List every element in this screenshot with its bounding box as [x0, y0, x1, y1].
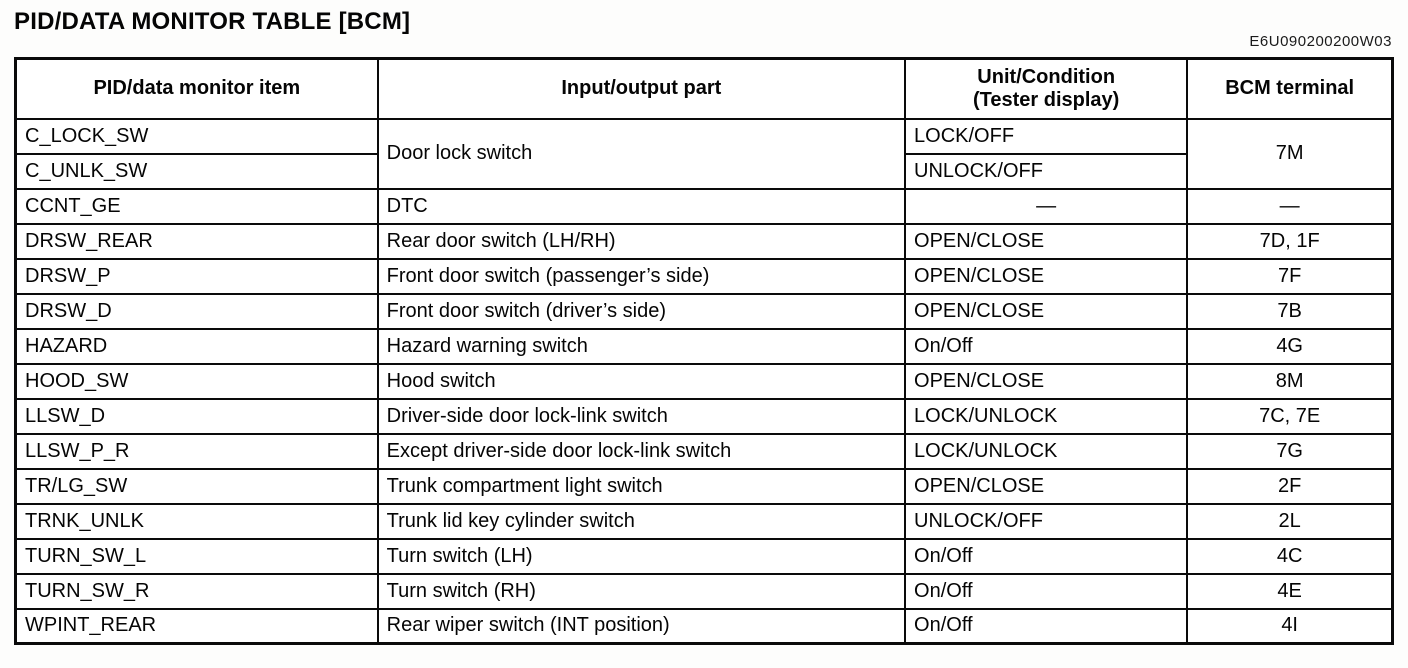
- pid-item-cell: WPINT_REAR: [14, 607, 379, 645]
- pid-item-cell: DRSW_D: [14, 292, 379, 330]
- terminal-cell: 4G: [1186, 327, 1394, 365]
- pid-item-cell: TR/LG_SW: [14, 467, 379, 505]
- header-input-output: Input/output part: [376, 57, 907, 120]
- terminal-cell: 8M: [1186, 362, 1394, 400]
- pid-data-monitor-table: PID/data monitor item Input/output part …: [14, 57, 1394, 645]
- table-row: TURN_SW_L Turn switch (LH) On/Off 4C: [14, 537, 1394, 575]
- terminal-cell: 7F: [1186, 257, 1394, 295]
- input-output-cell: Hazard warning switch: [376, 327, 907, 365]
- table-row: WPINT_REAR Rear wiper switch (INT positi…: [14, 607, 1394, 645]
- pid-item-cell: TURN_SW_R: [14, 572, 379, 610]
- terminal-cell: 7D, 1F: [1186, 222, 1394, 260]
- condition-cell: OPEN/CLOSE: [904, 222, 1189, 260]
- table-row: HAZARD Hazard warning switch On/Off 4G: [14, 327, 1394, 365]
- terminal-cell: 4E: [1186, 572, 1394, 610]
- terminal-cell: 4C: [1186, 537, 1394, 575]
- terminal-cell: 7M: [1186, 117, 1394, 190]
- document-code: E6U090200200W03: [1249, 33, 1392, 50]
- header-row: PID/data monitor item Input/output part …: [14, 57, 1394, 120]
- pid-item-cell: HAZARD: [14, 327, 379, 365]
- table-row: C_UNLK_SW UNLOCK/OFF: [14, 152, 1393, 190]
- header-unit-condition: Unit/Condition (Tester display): [904, 57, 1189, 120]
- table-row: LLSW_P_R Except driver-side door lock-li…: [14, 432, 1394, 470]
- condition-cell: On/Off: [904, 607, 1189, 645]
- input-output-cell: Driver-side door lock-link switch: [376, 397, 907, 435]
- input-output-cell: Hood switch: [376, 362, 907, 400]
- table-row: LLSW_D Driver-side door lock-link switch…: [14, 397, 1394, 435]
- input-output-cell: Turn switch (RH): [376, 572, 907, 610]
- terminal-cell: 7B: [1186, 292, 1394, 330]
- input-output-cell: Front door switch (passenger’s side): [376, 257, 907, 295]
- pid-item-cell: DRSW_REAR: [14, 222, 379, 260]
- pid-item-cell: DRSW_P: [14, 257, 379, 295]
- input-output-cell: Rear wiper switch (INT position): [376, 607, 907, 645]
- terminal-cell: 7G: [1186, 432, 1394, 470]
- terminal-cell: 2L: [1186, 502, 1394, 540]
- table-row: DRSW_P Front door switch (passenger’s si…: [14, 257, 1394, 295]
- input-output-cell: Trunk compartment light switch: [376, 467, 907, 505]
- terminal-cell: 4I: [1186, 607, 1394, 645]
- input-output-cell: Turn switch (LH): [376, 537, 907, 575]
- table-row: TURN_SW_R Turn switch (RH) On/Off 4E: [14, 572, 1394, 610]
- condition-cell: LOCK/UNLOCK: [904, 432, 1189, 470]
- condition-cell: LOCK/UNLOCK: [904, 397, 1189, 435]
- condition-cell: OPEN/CLOSE: [904, 292, 1189, 330]
- table-row: HOOD_SW Hood switch OPEN/CLOSE 8M: [14, 362, 1394, 400]
- page-title: PID/DATA MONITOR TABLE [BCM]: [14, 8, 411, 35]
- input-output-cell: Rear door switch (LH/RH): [376, 222, 907, 260]
- input-output-cell: DTC: [376, 187, 907, 225]
- condition-cell: LOCK/OFF: [904, 117, 1189, 155]
- input-output-cell: Trunk lid key cylinder switch: [376, 502, 907, 540]
- condition-cell: On/Off: [904, 572, 1189, 610]
- terminal-cell: 2F: [1186, 467, 1394, 505]
- condition-cell: OPEN/CLOSE: [904, 467, 1189, 505]
- condition-cell: On/Off: [904, 327, 1189, 365]
- condition-cell: OPEN/CLOSE: [904, 362, 1189, 400]
- table-row: DRSW_REAR Rear door switch (LH/RH) OPEN/…: [14, 222, 1394, 260]
- terminal-cell: —: [1186, 187, 1394, 225]
- condition-cell: UNLOCK/OFF: [904, 502, 1189, 540]
- input-output-cell: Except driver-side door lock-link switch: [376, 432, 907, 470]
- table-row: C_LOCK_SW Door lock switch LOCK/OFF 7M: [14, 117, 1394, 190]
- pid-item-cell: TRNK_UNLK: [14, 502, 379, 540]
- pid-item-cell: TURN_SW_L: [14, 537, 379, 575]
- terminal-cell: 7C, 7E: [1186, 397, 1394, 435]
- pid-item-cell: C_LOCK_SW: [14, 117, 379, 155]
- pid-item-cell: HOOD_SW: [14, 362, 379, 400]
- table-row: DRSW_D Front door switch (driver’s side)…: [14, 292, 1394, 330]
- table-row: CCNT_GE DTC — —: [14, 187, 1394, 225]
- pid-item-cell: LLSW_P_R: [14, 432, 379, 470]
- condition-cell: OPEN/CLOSE: [904, 257, 1189, 295]
- condition-cell: UNLOCK/OFF: [904, 152, 1189, 190]
- table-row: TR/LG_SW Trunk compartment light switch …: [14, 467, 1394, 505]
- pid-item-cell: CCNT_GE: [14, 187, 379, 225]
- pid-item-cell: C_UNLK_SW: [14, 152, 379, 190]
- condition-cell: On/Off: [904, 537, 1189, 575]
- input-output-cell: Front door switch (driver’s side): [376, 292, 907, 330]
- condition-cell: —: [904, 187, 1189, 225]
- table-row: TRNK_UNLK Trunk lid key cylinder switch …: [14, 502, 1394, 540]
- header-pid-item: PID/data monitor item: [14, 57, 379, 120]
- input-output-cell: Door lock switch: [376, 117, 907, 190]
- header-bcm-terminal: BCM terminal: [1186, 57, 1394, 120]
- pid-item-cell: LLSW_D: [14, 397, 379, 435]
